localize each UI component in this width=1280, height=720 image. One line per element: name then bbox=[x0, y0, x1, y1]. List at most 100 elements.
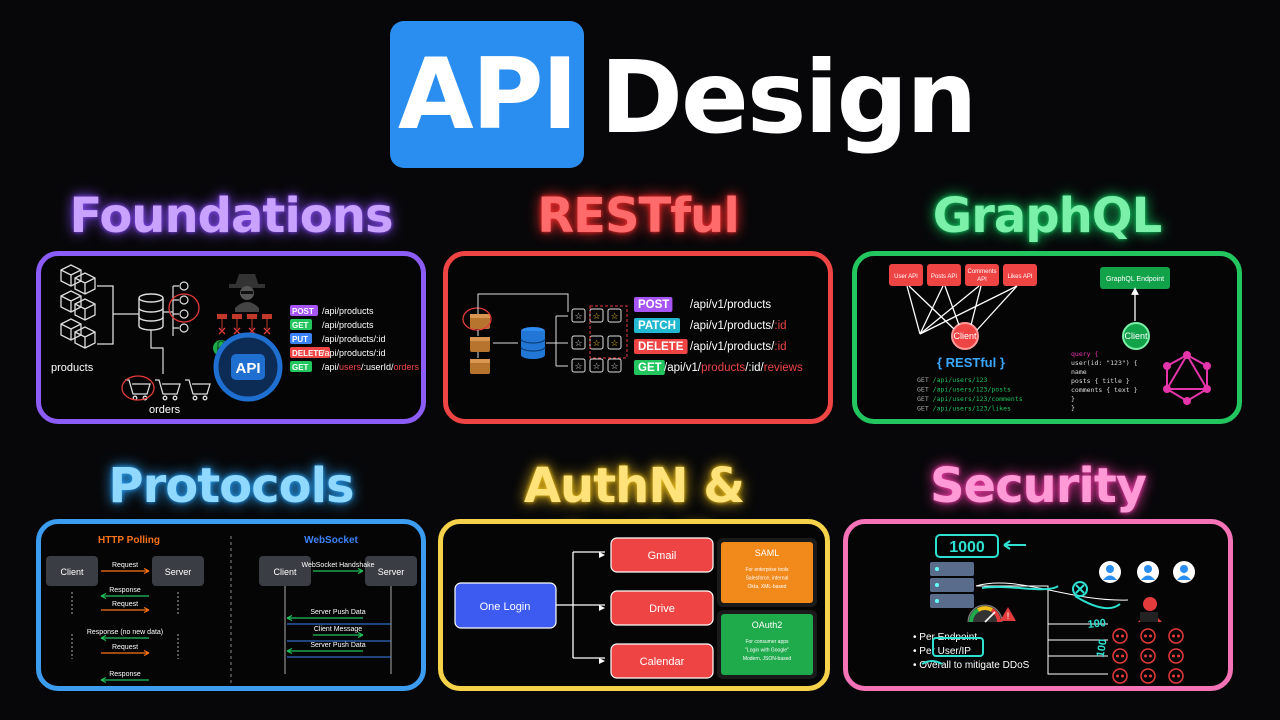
star-icon: ☆ bbox=[610, 311, 618, 321]
rest-method: GET bbox=[638, 362, 662, 374]
cart-icons bbox=[125, 379, 211, 401]
security-diagram: 1000 ! 100 100 • Per En bbox=[913, 534, 1195, 684]
rest-path: /api/v1/products/:id/reviews bbox=[664, 362, 803, 374]
ws-arrow bbox=[313, 567, 364, 575]
oauth-line: Modern, JSON-based bbox=[743, 656, 792, 662]
star-icon: ☆ bbox=[574, 361, 582, 371]
review-icon bbox=[589, 308, 604, 323]
ws-server-label: Server bbox=[378, 567, 405, 577]
ws-message: Server Push Data bbox=[310, 609, 365, 616]
route-path: /api/products bbox=[322, 320, 374, 330]
query-line: } bbox=[1071, 395, 1075, 403]
bot-icon bbox=[1140, 628, 1156, 644]
route-path: /api/products/:id bbox=[322, 348, 386, 358]
rest-method-badge bbox=[634, 360, 665, 375]
rest-method: DELETE bbox=[638, 341, 684, 353]
rest-method-badge bbox=[634, 339, 688, 354]
ws-client-label: Client bbox=[273, 567, 297, 577]
star-icon: ☆ bbox=[610, 361, 618, 371]
ws-client-box bbox=[259, 556, 311, 586]
saml-line: Okta, XML-based bbox=[748, 584, 787, 590]
limit-small-a: 100 bbox=[1087, 617, 1107, 631]
panel-security: 1000 ! 100 100 • Per En bbox=[843, 519, 1233, 691]
query-line: user(id: "123") { bbox=[1071, 359, 1138, 367]
title-design: Design bbox=[600, 39, 977, 156]
rest-path: /api/v1/products/:id bbox=[690, 341, 787, 353]
route-method-badge bbox=[290, 305, 318, 316]
star-icon: ☆ bbox=[574, 311, 582, 321]
graphql-logo-icon bbox=[1163, 351, 1211, 405]
database-icon bbox=[520, 327, 546, 359]
ws-message: Client Message bbox=[314, 626, 362, 633]
polling-message: Request bbox=[112, 601, 138, 608]
service-label: Drive bbox=[649, 603, 675, 615]
rest-api-label: API bbox=[977, 277, 987, 283]
rest-client-label: Client bbox=[953, 331, 977, 341]
ws-message: WebSocket Handshake bbox=[301, 562, 374, 569]
product-cubes-icon bbox=[60, 264, 96, 349]
rest-path: /api/v1/products bbox=[690, 299, 771, 311]
user-ip-highlight bbox=[932, 637, 984, 657]
saml-card bbox=[721, 542, 813, 603]
rest-client-node bbox=[951, 322, 979, 350]
query-line: query { bbox=[1071, 350, 1098, 358]
query-line: comments { text } bbox=[1071, 386, 1138, 394]
query-line: } bbox=[1071, 404, 1075, 412]
gauge-icon bbox=[967, 604, 1003, 623]
saml-title: SAML bbox=[755, 548, 780, 558]
polling-message: Request bbox=[112, 562, 138, 569]
websocket-title: WebSocket bbox=[304, 535, 358, 546]
polling-message: Request bbox=[112, 644, 138, 651]
route-path: /api/products/:id bbox=[322, 334, 386, 344]
hacker-icon bbox=[229, 274, 265, 312]
heading-protocols: Protocols bbox=[108, 458, 354, 514]
rest-get-line: GET /api/users/123/comments bbox=[917, 395, 1023, 403]
rest-api-box bbox=[889, 264, 923, 286]
api-gateway-icon: API bbox=[213, 332, 283, 402]
api-gateway-label: API bbox=[235, 360, 260, 377]
query-line: posts { title } bbox=[1071, 377, 1130, 385]
star-icon: ☆ bbox=[610, 338, 618, 348]
review-icon bbox=[571, 335, 586, 350]
security-bullet: • Per User/IP bbox=[913, 646, 971, 657]
heading-restful: RESTful bbox=[537, 188, 740, 244]
bot-icon bbox=[1140, 648, 1156, 664]
bot-icon bbox=[1168, 648, 1184, 664]
protocols-diagram: HTTP Polling WebSocket Client Server Req… bbox=[46, 535, 417, 686]
polling-arrow bbox=[101, 649, 150, 657]
restful-code-label: { RESTful } bbox=[937, 355, 1005, 370]
review-icon bbox=[607, 308, 622, 323]
server-rack-icon bbox=[930, 562, 974, 608]
oauth-line: "Login with Google" bbox=[745, 648, 789, 654]
bot-icons bbox=[1112, 628, 1184, 684]
review-icon bbox=[589, 358, 604, 373]
polling-server-box bbox=[152, 556, 204, 586]
polling-arrow bbox=[100, 592, 149, 600]
polling-client-label: Client bbox=[60, 567, 84, 577]
oauth-line: For consumer apps bbox=[745, 639, 789, 645]
service-box bbox=[610, 643, 714, 679]
route-method: GET bbox=[292, 363, 309, 372]
polling-arrow bbox=[101, 606, 150, 614]
orders-label: orders bbox=[149, 404, 181, 416]
route-method: POST bbox=[292, 307, 314, 316]
rest-api-label: Comments bbox=[967, 269, 996, 275]
limit-small-b: 100 bbox=[1095, 638, 1110, 658]
security-bullet: • Overall to mitigate DDoS bbox=[913, 660, 1030, 671]
ws-server-box bbox=[365, 556, 417, 586]
rest-get-line: GET /api/users/123 bbox=[917, 376, 988, 384]
review-icon bbox=[607, 358, 622, 373]
ws-arrow bbox=[313, 631, 364, 639]
route-method: PUT bbox=[292, 335, 308, 344]
polling-client-box bbox=[46, 556, 98, 586]
route-method-badge bbox=[290, 319, 312, 330]
polling-message: Response (no new data) bbox=[87, 629, 163, 636]
route-method: GET bbox=[292, 321, 309, 330]
one-login-label: One Login bbox=[480, 601, 531, 613]
